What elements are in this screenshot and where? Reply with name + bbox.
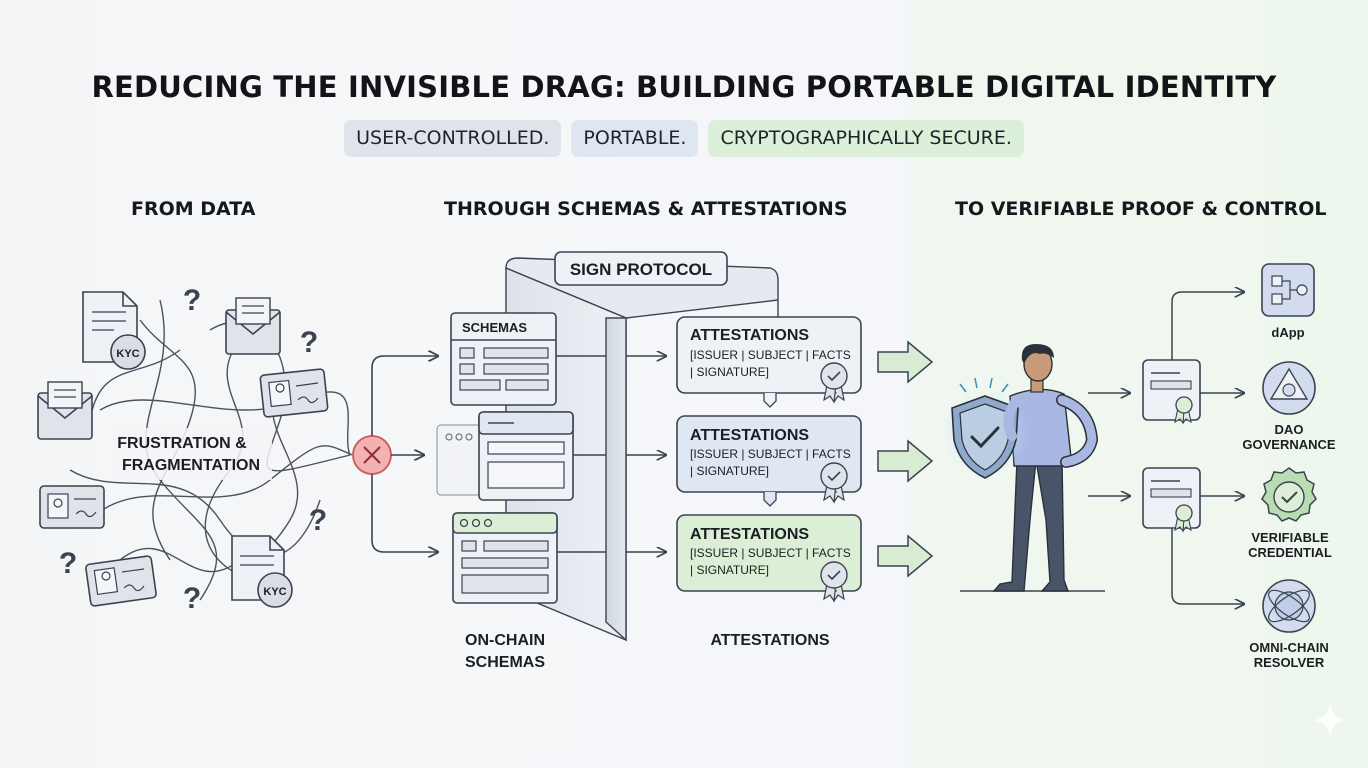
blocked-x-icon (352, 435, 392, 475)
kyc-badge-label: KYC (116, 348, 139, 360)
column-heading-to-proof: TO VERIFIABLE PROOF & CONTROL (955, 198, 1327, 220)
question-mark-icon: ? (59, 547, 77, 580)
frustration-label-line2: FRAGMENTATION (122, 457, 260, 474)
card-connector (763, 393, 777, 408)
page-title: REDUCING THE INVISIBLE DRAG: BUILDING PO… (91, 70, 1277, 104)
attestation-title: ATTESTATIONS (690, 427, 809, 444)
frustration-label-line1: FRUSTRATION & (117, 435, 247, 452)
question-mark-icons: ? ? ? ? ? (59, 284, 327, 615)
id-card-icon (259, 368, 329, 418)
attestation-card: ATTESTATIONS [ISSUER | SUBJECT | FACTS |… (676, 415, 862, 504)
attestation-fields-line1: [ISSUER | SUBJECT | FACTS (690, 447, 851, 461)
certificate-icon (1142, 359, 1201, 425)
attestation-fields-line2: | SIGNATURE] (690, 365, 769, 379)
on-chain-schemas-label-line1: ON-CHAIN (465, 632, 545, 649)
attestation-fields-line1: [ISSUER | SUBJECT | FACTS (690, 546, 851, 560)
app-label-dao-line1: DAO (1275, 422, 1304, 437)
on-chain-schemas-label-line2: SCHEMAS (465, 654, 545, 671)
omni-chain-resolver-icon (1262, 579, 1316, 633)
schemas-title: SCHEMAS (462, 320, 527, 335)
card-connector (763, 492, 777, 507)
certificate-icon (1142, 467, 1201, 533)
column-heading-through-schemas: THROUGH SCHEMAS & ATTESTATIONS (444, 198, 848, 220)
question-mark-icon: ? (300, 326, 318, 359)
verified-seal-icon (820, 561, 848, 603)
kyc-badge-label: KYC (263, 586, 286, 598)
schema-window (436, 411, 574, 501)
certificate-to-app-arrows (1171, 292, 1244, 604)
kyc-document-icon: KYC (82, 291, 146, 370)
sparkle-icon (1314, 704, 1346, 736)
attestation-fields-line2: | SIGNATURE] (690, 464, 769, 478)
app-label-dapp: dApp (1271, 325, 1304, 340)
attestation-card: ATTESTATIONS [ISSUER | SUBJECT | FACTS |… (676, 514, 862, 603)
envelope-icon (225, 297, 281, 355)
app-label-omni-line1: OMNI-CHAIN (1249, 640, 1328, 655)
kyc-document-icon: KYC (231, 535, 293, 608)
envelope-icon (37, 381, 93, 440)
attestation-title: ATTESTATIONS (690, 526, 809, 543)
sign-protocol-label-box (554, 251, 728, 286)
pill-user-controlled: USER-CONTROLLED. (344, 120, 562, 157)
attestation-fields-line2: | SIGNATURE] (690, 563, 769, 577)
big-arrow (877, 340, 934, 384)
verified-seal-icon (820, 362, 848, 404)
person-to-certificate-arrows (1088, 393, 1130, 496)
app-label-dao-line2: GOVERNANCE (1242, 437, 1336, 452)
attestations-label: ATTESTATIONS (710, 632, 829, 649)
question-mark-icon: ? (309, 504, 327, 537)
schema-to-attestation-arrows (556, 356, 666, 552)
pill-portable: PORTABLE. (571, 120, 699, 157)
attestation-title: ATTESTATIONS (690, 327, 809, 344)
dapp-icon (1261, 263, 1315, 317)
tagline-pills: USER-CONTROLLED. PORTABLE. CRYPTOGRAPHIC… (0, 120, 1368, 157)
big-arrows (877, 340, 934, 578)
verifiable-credential-icon (1261, 467, 1317, 522)
app-label-vc-line2: CREDENTIAL (1248, 545, 1332, 560)
verified-seal-icon (820, 462, 848, 504)
sign-protocol-label: SIGN PROTOCOL (570, 260, 712, 279)
schema-window (452, 512, 558, 604)
big-arrow (877, 439, 934, 483)
schema-window: SCHEMAS (450, 312, 557, 406)
dao-governance-icon (1262, 361, 1316, 415)
attestation-card: ATTESTATIONS [ISSUER | SUBJECT | FACTS |… (676, 316, 862, 404)
branch-arrows (371, 356, 438, 552)
pill-crypto-secure: CRYPTOGRAPHICALLY SECURE. (708, 120, 1024, 157)
app-label-omni-line2: RESOLVER (1254, 655, 1325, 670)
id-card-icon (85, 555, 157, 607)
attestation-fields-line1: [ISSUER | SUBJECT | FACTS (690, 348, 851, 362)
person-with-shield (941, 344, 1105, 592)
column-heading-from-data: FROM DATA (131, 198, 256, 220)
id-card-icon (39, 485, 105, 529)
question-mark-icon: ? (183, 582, 201, 615)
big-arrow (877, 534, 934, 578)
app-label-vc-line1: VERIFIABLE (1251, 530, 1329, 545)
question-mark-icon: ? (183, 284, 201, 317)
